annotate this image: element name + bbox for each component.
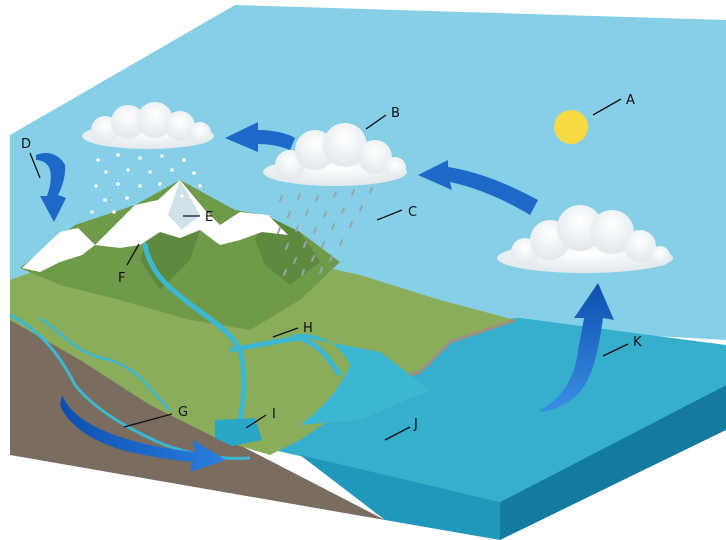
rain-icon <box>277 187 373 276</box>
cloud-icon <box>82 102 214 149</box>
label-f: F <box>118 271 125 286</box>
leader-f <box>126 243 140 266</box>
arrow-precipitation <box>36 153 66 222</box>
label-e: E <box>205 210 213 225</box>
snow-cap-left <box>22 228 95 272</box>
sea-front-face <box>300 455 500 540</box>
snow-shadow <box>168 180 200 230</box>
label-a: A <box>626 93 635 108</box>
label-b: B <box>391 106 400 121</box>
leader-b <box>365 114 387 130</box>
label-j: J <box>413 417 418 432</box>
arrow-icon <box>225 122 295 152</box>
label-h: H <box>303 321 313 336</box>
river-main <box>142 242 247 443</box>
snow-icon <box>90 153 202 214</box>
river-tributary <box>229 335 343 377</box>
sun-icon <box>554 110 588 144</box>
leader-i <box>245 414 267 429</box>
label-g: G <box>178 405 188 420</box>
label-i: I <box>272 407 276 422</box>
label-k: K <box>633 335 642 350</box>
arrow-groundwater-flow <box>60 395 226 472</box>
leader-g <box>123 413 173 428</box>
ocean-cloud-icon <box>497 205 673 273</box>
arrow-evaporation-transport <box>418 160 538 215</box>
leader-h <box>272 327 299 338</box>
leader-a <box>592 98 622 116</box>
arrow-evaporation <box>540 283 614 412</box>
lowland <box>10 255 515 455</box>
leader-j <box>384 426 411 441</box>
leader-k <box>602 343 629 357</box>
rain-cloud-icon <box>263 123 407 186</box>
leader-d <box>29 152 41 179</box>
label-d: D <box>21 137 31 152</box>
river-estuary <box>290 334 430 425</box>
label-c: C <box>408 205 417 220</box>
sea-side-face <box>500 385 726 540</box>
groundwater-stream-2 <box>39 316 171 411</box>
leader-c <box>376 209 403 221</box>
